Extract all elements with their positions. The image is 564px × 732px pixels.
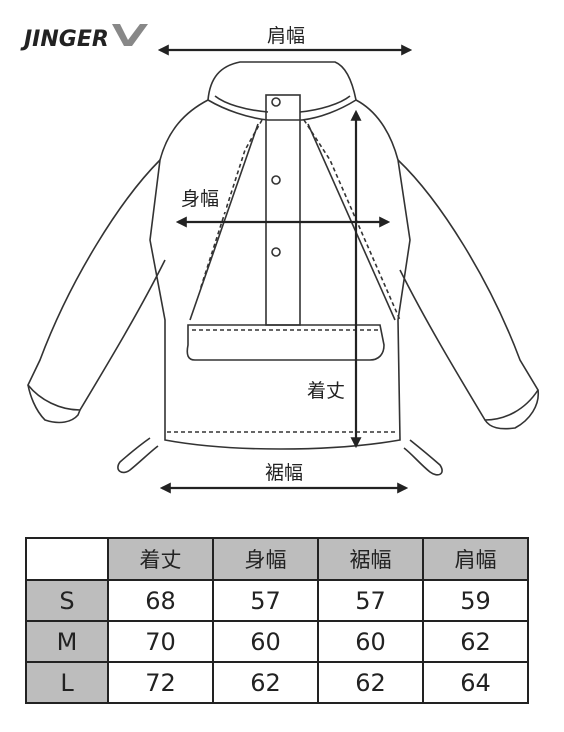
table-cell: 57 bbox=[212, 579, 319, 622]
brand-logo-mark-icon bbox=[112, 24, 148, 46]
table-cell: 60 bbox=[212, 620, 319, 663]
table-cell: 62 bbox=[422, 620, 529, 663]
size-table: 着丈 身幅 裾幅 肩幅 S 68 57 57 59 M 70 60 60 62 … bbox=[25, 537, 529, 704]
shoulder-width-label: 肩幅 bbox=[267, 25, 305, 47]
brand-logo-text: JINGER bbox=[20, 27, 109, 52]
table-cell: 62 bbox=[212, 661, 319, 704]
measurement-arrows bbox=[157, 44, 413, 494]
table-cell: 62 bbox=[317, 661, 424, 704]
table-cell: 64 bbox=[422, 661, 529, 704]
size-table-header: 着丈 bbox=[107, 537, 214, 581]
table-cell: 70 bbox=[107, 620, 214, 663]
brand-logo: JINGER bbox=[20, 24, 148, 52]
hem-width-label: 裾幅 bbox=[265, 462, 303, 484]
table-cell: 59 bbox=[422, 579, 529, 622]
table-cell: 57 bbox=[317, 579, 424, 622]
snap-buttons bbox=[271, 97, 281, 257]
size-label: M bbox=[25, 620, 109, 663]
snap-button-icon bbox=[271, 247, 281, 257]
size-table-header: 身幅 bbox=[212, 537, 319, 581]
table-row: L 72 62 62 64 bbox=[25, 661, 529, 704]
jacket-outline bbox=[27, 61, 540, 476]
size-table-header-row: 着丈 身幅 裾幅 肩幅 bbox=[25, 537, 529, 581]
table-row: M 70 60 60 62 bbox=[25, 620, 529, 663]
size-table-header: 裾幅 bbox=[317, 537, 424, 581]
size-label: L bbox=[25, 661, 109, 704]
table-row: S 68 57 57 59 bbox=[25, 579, 529, 622]
table-cell: 72 bbox=[107, 661, 214, 704]
table-cell: 60 bbox=[317, 620, 424, 663]
length-label: 着丈 bbox=[307, 380, 345, 402]
size-label: S bbox=[25, 579, 109, 622]
snap-button-icon bbox=[271, 97, 281, 107]
table-cell: 68 bbox=[107, 579, 214, 622]
body-width-label: 身幅 bbox=[181, 188, 219, 210]
snap-button-icon bbox=[271, 175, 281, 185]
jacket-diagram: JINGER bbox=[20, 24, 540, 494]
size-table-header: 肩幅 bbox=[422, 537, 529, 581]
size-table-corner bbox=[25, 537, 109, 581]
